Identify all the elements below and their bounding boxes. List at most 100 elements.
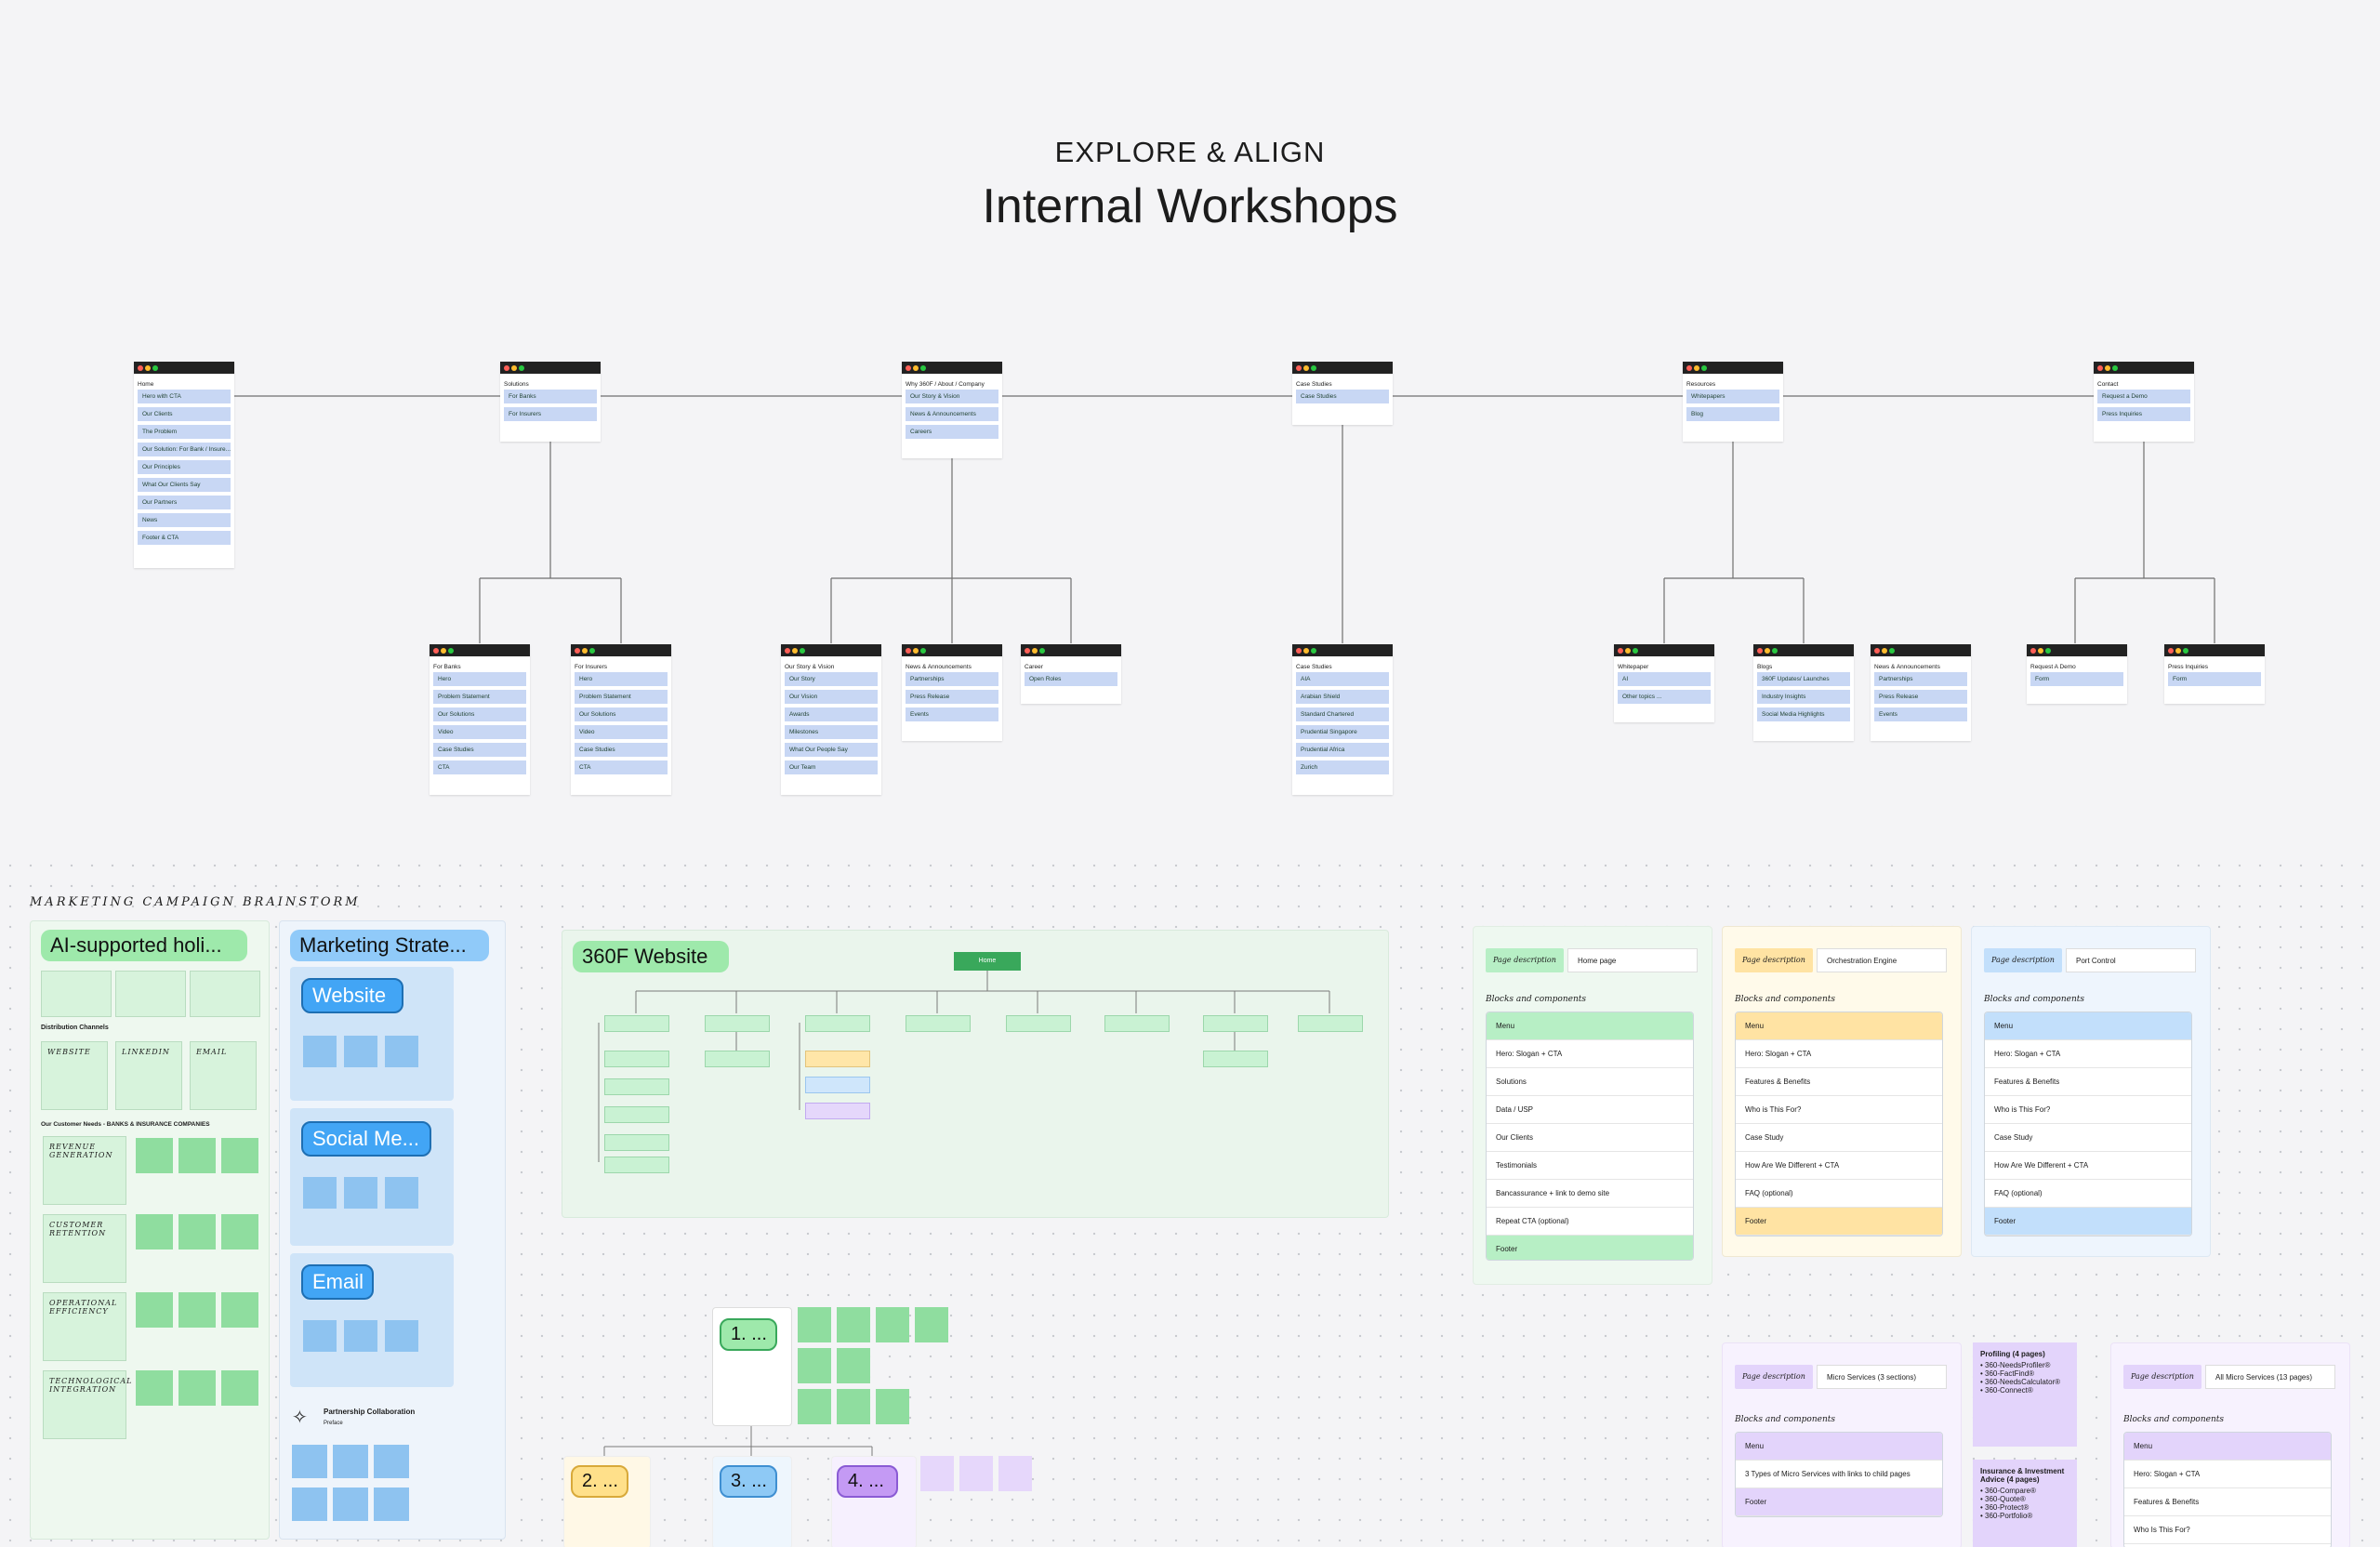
- sticky-note[interactable]: [303, 1177, 337, 1209]
- sticky-note[interactable]: [385, 1320, 418, 1352]
- page-item: Awards: [785, 707, 878, 721]
- profiling-note[interactable]: Profiling (4 pages) • 360-NeedsProfiler®…: [1973, 1342, 2077, 1447]
- sticky-note[interactable]: [798, 1307, 831, 1342]
- page-item: Social Media Highlights: [1757, 707, 1850, 721]
- website-label[interactable]: Website: [301, 978, 403, 1013]
- need-integration[interactable]: TECHNOLOGICAL INTEGRATION: [43, 1370, 131, 1439]
- page-item: Press Release: [906, 690, 998, 704]
- website-home-node[interactable]: Home: [954, 952, 1021, 971]
- need-revenue[interactable]: REVENUE GENERATION: [43, 1136, 126, 1205]
- website-panel-label[interactable]: 360F Website: [573, 941, 729, 972]
- sticky-note[interactable]: [190, 971, 260, 1017]
- sticky-note[interactable]: [136, 1370, 173, 1406]
- website-node: [1203, 1015, 1268, 1032]
- sitemap-page-case-studies: Case Studies Case Studies: [1292, 362, 1393, 425]
- sticky-note[interactable]: [303, 1036, 337, 1067]
- sticky-note[interactable]: [178, 1214, 216, 1250]
- sticky-note[interactable]: [798, 1348, 831, 1383]
- sticky-note[interactable]: [292, 1488, 327, 1521]
- sticky-note[interactable]: [136, 1292, 173, 1328]
- sticky-note[interactable]: [221, 1292, 258, 1328]
- page-description-value[interactable]: Orchestration Engine: [1817, 948, 1947, 972]
- website-node: [906, 1015, 971, 1032]
- page-item: Our Partners: [138, 496, 231, 509]
- page-item: Prudential Singapore: [1296, 725, 1389, 739]
- sticky-note[interactable]: [837, 1348, 870, 1383]
- need-efficiency[interactable]: OPERATIONAL EFFICIENCY: [43, 1292, 126, 1361]
- page-description-chip: Page description: [1486, 948, 1564, 972]
- sticky-note[interactable]: [876, 1307, 909, 1342]
- sticky-note[interactable]: [385, 1177, 418, 1209]
- page-description-value[interactable]: All Micro Services (13 pages): [2205, 1365, 2335, 1389]
- sticky-note[interactable]: [344, 1320, 377, 1352]
- sticky-note[interactable]: [178, 1370, 216, 1406]
- page-item: Other topics ...: [1618, 690, 1711, 704]
- sticky-note[interactable]: [221, 1370, 258, 1406]
- page-description-value[interactable]: Micro Services (3 sections): [1817, 1365, 1947, 1389]
- partnership-subtitle: Preface: [324, 1421, 343, 1426]
- sticky-note[interactable]: [998, 1456, 1032, 1491]
- sticky-note[interactable]: [292, 1445, 327, 1478]
- block-item: 3 Types of Micro Services with links to …: [1736, 1461, 1942, 1488]
- sticky-note[interactable]: [178, 1138, 216, 1173]
- sticky-note[interactable]: [136, 1214, 173, 1250]
- website-node: [1104, 1015, 1170, 1032]
- sticky-note[interactable]: [920, 1456, 954, 1491]
- insurance-note[interactable]: Insurance & Investment Advice (4 pages) …: [1973, 1460, 2077, 1547]
- page-title: Request A Demo: [2030, 664, 2076, 670]
- page-item: Milestones: [785, 725, 878, 739]
- sticky-note[interactable]: [115, 971, 186, 1017]
- sitemap-page-blogs: Blogs 360F Updates/ Launches Industry In…: [1753, 644, 1854, 741]
- sticky-note[interactable]: [303, 1320, 337, 1352]
- email-label[interactable]: Email: [301, 1264, 374, 1300]
- sticky-note[interactable]: [374, 1445, 409, 1478]
- sticky-note[interactable]: [333, 1488, 368, 1521]
- sticky-note[interactable]: [136, 1138, 173, 1173]
- sticky-note[interactable]: [221, 1138, 258, 1173]
- sticky-note[interactable]: [837, 1307, 870, 1342]
- website-node: [1298, 1015, 1363, 1032]
- sticky-note[interactable]: [959, 1456, 993, 1491]
- channel-email[interactable]: EMAIL: [190, 1041, 257, 1110]
- page-title: Press Inquiries: [2168, 664, 2208, 670]
- sticky-note[interactable]: [915, 1307, 948, 1342]
- channel-website[interactable]: WEBSITE: [41, 1041, 108, 1110]
- website-node: [805, 1077, 870, 1093]
- page-description-value[interactable]: Home page: [1567, 948, 1698, 972]
- page-description-value[interactable]: Port Control: [2066, 948, 2196, 972]
- flow-step-2[interactable]: 2. ...: [571, 1465, 628, 1498]
- page-item: Case Studies: [575, 743, 668, 757]
- sticky-note[interactable]: [876, 1389, 909, 1424]
- social-media-label[interactable]: Social Me...: [301, 1121, 431, 1157]
- sticky-note[interactable]: [333, 1445, 368, 1478]
- sticky-note[interactable]: [344, 1036, 377, 1067]
- marketing-strategy-label[interactable]: Marketing Strate...: [290, 930, 489, 961]
- page-item: Form: [2030, 672, 2123, 686]
- ai-supported-label[interactable]: AI-supported holi...: [41, 930, 247, 961]
- channel-linkedin[interactable]: LINKEDIN: [115, 1041, 182, 1110]
- customer-needs-title: Our Customer Needs - BANKS & INSURANCE C…: [41, 1121, 210, 1128]
- block-item: Footer: [1985, 1208, 2191, 1236]
- sticky-note[interactable]: [374, 1488, 409, 1521]
- sticky-note[interactable]: [798, 1389, 831, 1424]
- page-item: Form: [2168, 672, 2261, 686]
- page-item: The Problem: [138, 425, 231, 439]
- flow-step-1[interactable]: 1. ...: [720, 1318, 777, 1351]
- sticky-note[interactable]: [385, 1036, 418, 1067]
- block-item: Bancassurance + link to demo site: [1487, 1180, 1693, 1208]
- sticky-note[interactable]: [344, 1177, 377, 1209]
- page-item: Our Clients: [138, 407, 231, 421]
- page-item: Industry Insights: [1757, 690, 1850, 704]
- sticky-note[interactable]: [41, 971, 112, 1017]
- flow-step-3[interactable]: 3. ...: [720, 1465, 777, 1498]
- flow-step-4[interactable]: 4. ...: [837, 1465, 898, 1498]
- sticky-note[interactable]: [178, 1292, 216, 1328]
- sticky-note[interactable]: [221, 1214, 258, 1250]
- profiling-item: • 360-NeedsCalculator®: [1980, 1378, 2061, 1386]
- blocks-heading: Blocks and components: [1984, 995, 2084, 1004]
- sticky-note[interactable]: [837, 1389, 870, 1424]
- website-sitemap-panel[interactable]: [562, 930, 1389, 1218]
- need-retention[interactable]: CUSTOMER RETENTION: [43, 1214, 126, 1283]
- page-item: Careers: [906, 425, 998, 439]
